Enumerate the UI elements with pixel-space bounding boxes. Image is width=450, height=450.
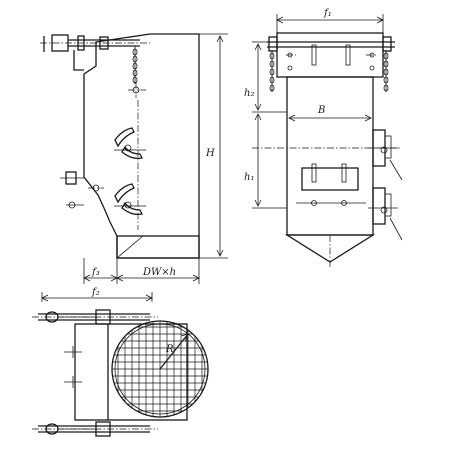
- front-body-outline: [83, 33, 200, 259]
- plan-top-dimension: [41, 292, 153, 302]
- side-plate-details: [286, 44, 376, 71]
- front-coupling: [77, 35, 85, 51]
- side-view: f₁ h₂ B h₁: [244, 8, 403, 268]
- side-bearing-right: [382, 36, 392, 52]
- front-height-dimension: [199, 33, 228, 259]
- plan-side-bolts: [64, 346, 82, 388]
- f3-label: f₃: [91, 267, 100, 278]
- plan-radius-leader: [159, 333, 189, 370]
- front-bracket: [73, 50, 84, 71]
- front-view: H f₃ DW×h: [40, 33, 228, 284]
- plan-body: [74, 323, 188, 421]
- side-top-dimension: [276, 14, 384, 33]
- plan-bottom-shaft: [32, 421, 158, 437]
- front-hopper-diagonal: [116, 235, 144, 259]
- side-b-dimension: [288, 114, 372, 122]
- height-label: H: [205, 148, 215, 159]
- front-hopper: [116, 235, 200, 259]
- plan-view: f₂: [32, 287, 209, 437]
- side-vane-details: [296, 163, 366, 206]
- front-lower-vane: [114, 183, 146, 216]
- front-chain: [132, 46, 138, 84]
- side-h2-dimension: [252, 41, 287, 113]
- side-vane-box: [301, 167, 359, 191]
- side-actuator-lower: [368, 187, 398, 225]
- front-upper-vane: [114, 127, 146, 160]
- front-lower-fitting: [66, 201, 84, 209]
- side-chain-left: [269, 50, 275, 92]
- h2-label: h₂: [244, 88, 254, 99]
- side-h1-dimension: [252, 113, 287, 209]
- side-chain-right: [383, 50, 389, 92]
- side-body: [286, 76, 374, 236]
- f2-label: f₂: [91, 287, 100, 298]
- radius-label: R: [165, 344, 174, 355]
- plan-top-shaft: [32, 309, 158, 325]
- leader-upper: [389, 159, 403, 181]
- dwxh-label: DW×h: [142, 267, 176, 278]
- plan-circle-outer: [111, 320, 209, 418]
- h1-label: h₁: [244, 172, 254, 183]
- f1-label: f₁: [323, 8, 332, 19]
- plan-circle-inner: [114, 323, 206, 415]
- leader-lower: [389, 217, 403, 241]
- side-bearing-left: [268, 36, 278, 52]
- front-bottom-dimension: [83, 258, 200, 284]
- b-label: B: [317, 105, 325, 116]
- front-side-fitting: [60, 171, 104, 192]
- front-bearing: [99, 36, 109, 50]
